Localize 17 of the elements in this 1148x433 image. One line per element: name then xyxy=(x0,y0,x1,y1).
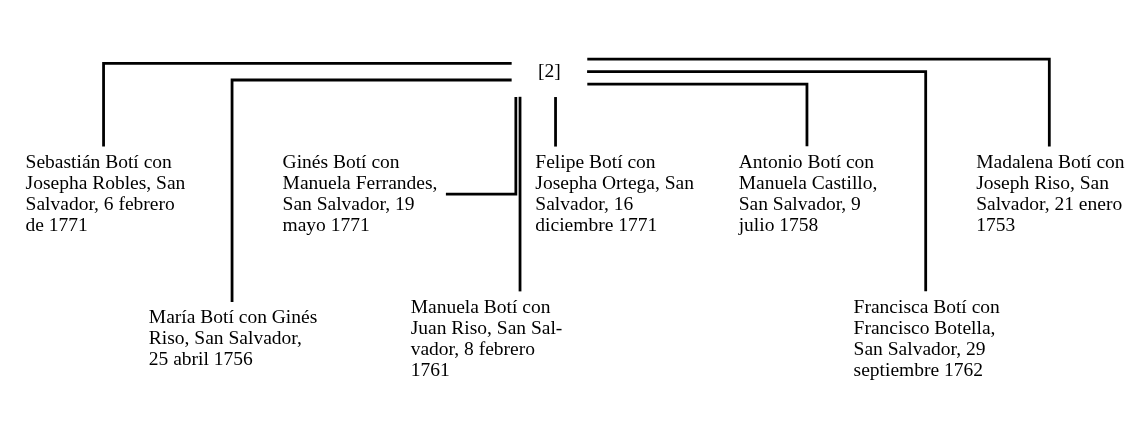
node-text: Madalena Botí con Joseph Riso, San Salvador, 21 enero 1753 xyxy=(976,151,1125,235)
node-text: Ginés Botí con Manuela Ferrandes, San Salvador, 19 mayo 1771 xyxy=(282,151,438,235)
connector xyxy=(445,97,518,196)
connector xyxy=(102,61,512,147)
node-text: Antonio Botí con Manuela Castillo, San Salvador, 9 julio 1758 xyxy=(738,151,878,235)
connector xyxy=(230,78,512,302)
connector xyxy=(554,97,557,147)
node-text: Sebastián Botí con Josepha Robles, San Salvador, 6 febrero de 1771 xyxy=(25,151,186,235)
node-text: [2] xyxy=(537,59,561,81)
connector xyxy=(587,70,928,292)
connector xyxy=(587,57,1051,147)
connector xyxy=(587,82,809,147)
connector xyxy=(518,96,522,292)
node-text: María Botí con Ginés Riso, San Salvador, 25 abril 1756 xyxy=(148,306,318,370)
node-text: Felipe Botí con Josepha Ortega, San Salvador, 16 diciembre 1771 xyxy=(535,151,695,235)
node-text: Manuela Botí con Juan Riso, San Sal- vador, 8 febrero 1761 xyxy=(410,295,563,380)
node-text: Francisca Botí con Francisco Botella, San Salvador, 29 septiembre 1762 xyxy=(853,295,1000,380)
